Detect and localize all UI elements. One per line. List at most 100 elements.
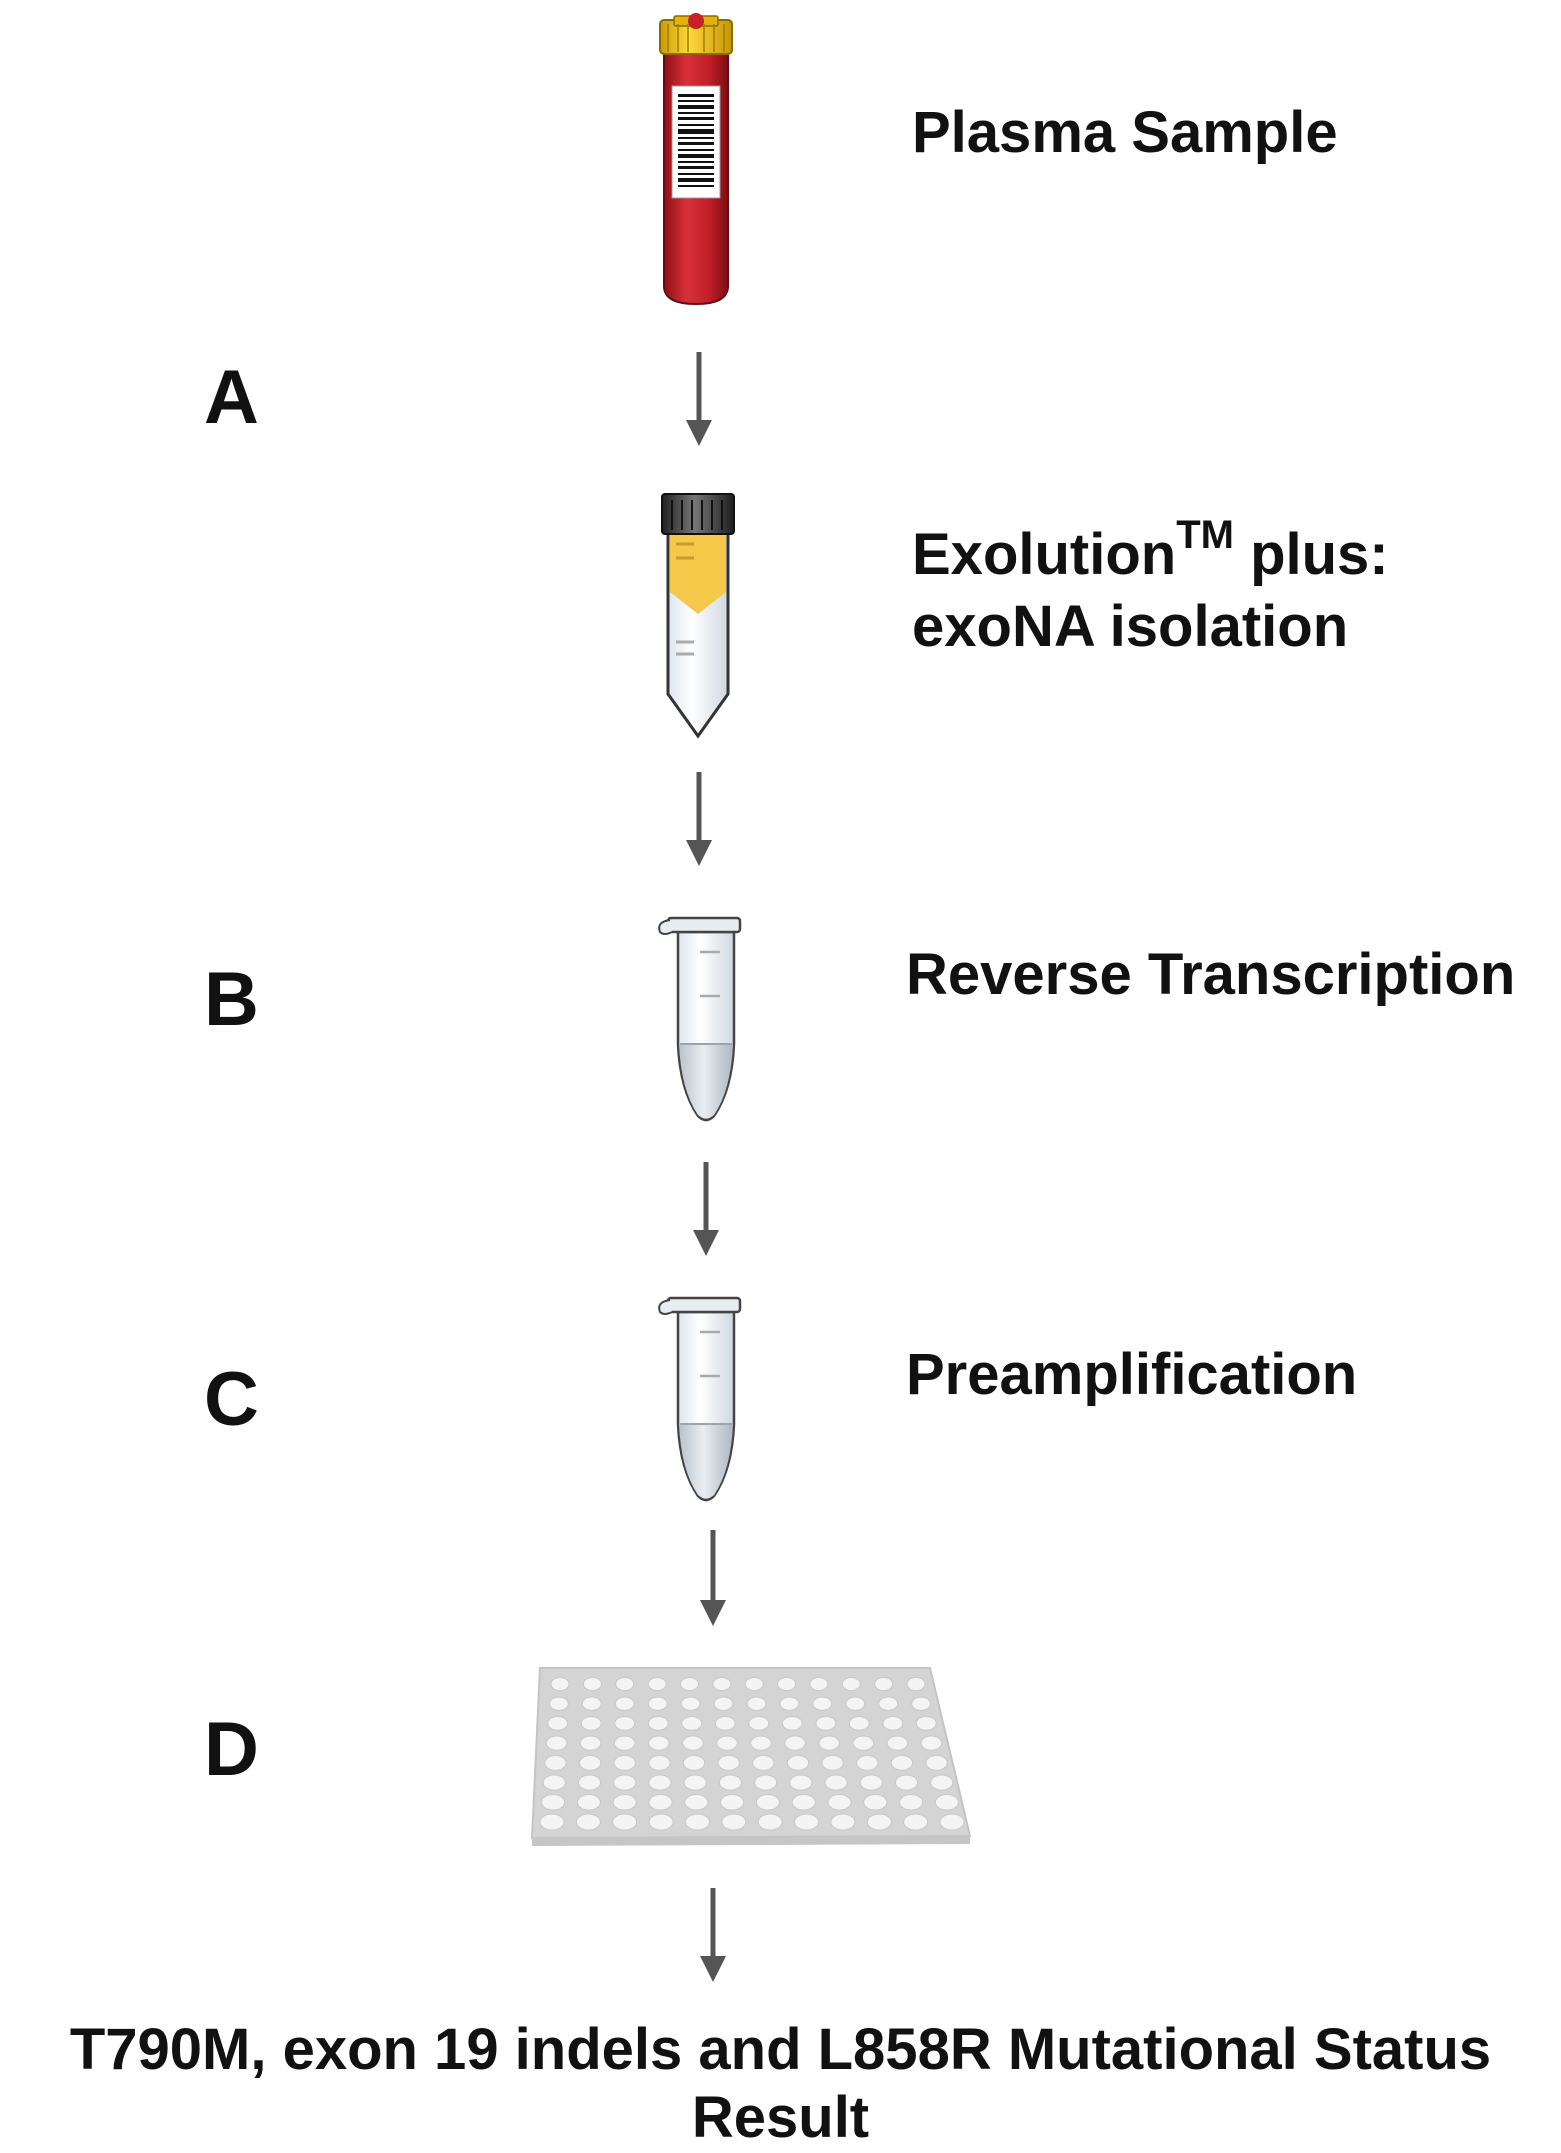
plate-well — [754, 1774, 778, 1791]
plate-well — [684, 1794, 709, 1811]
plate-well — [911, 1696, 931, 1711]
plate-well — [915, 1716, 937, 1731]
plate-well — [874, 1677, 894, 1691]
plate-well — [930, 1774, 954, 1791]
plate-well — [746, 1696, 767, 1711]
plate-well — [575, 1813, 601, 1831]
microcentrifuge-tube-icon — [658, 1296, 742, 1502]
plate-well — [718, 1774, 743, 1791]
plate-well — [821, 1755, 844, 1771]
down-arrow-icon — [686, 772, 712, 866]
plate-well — [830, 1813, 856, 1831]
plate-well — [906, 1677, 926, 1691]
plate-well — [539, 1813, 565, 1831]
plate-well — [886, 1735, 909, 1751]
label-exona-isolation: exoNA isolation — [912, 594, 1349, 659]
down-arrow-icon — [686, 352, 712, 446]
plate-well — [848, 1716, 870, 1731]
plate-well — [681, 1716, 703, 1731]
plate-well — [939, 1813, 965, 1831]
plate-well — [818, 1735, 841, 1751]
step-letter-d: D — [204, 1707, 259, 1792]
plate-well — [682, 1735, 704, 1751]
plate-well — [827, 1794, 852, 1811]
label-exolution-rest: plus: — [1233, 522, 1389, 587]
plate-well — [547, 1716, 569, 1731]
down-arrow-icon — [700, 1888, 726, 1982]
plate-well — [777, 1677, 796, 1691]
plate-well — [784, 1735, 806, 1751]
conical-tube-icon — [661, 493, 735, 739]
plate-well — [755, 1794, 781, 1811]
plate-well — [882, 1716, 904, 1731]
plate-well — [713, 1696, 734, 1711]
plate-well — [890, 1755, 914, 1771]
plate-well — [685, 1813, 710, 1831]
plate-well — [613, 1755, 636, 1771]
plate-well — [614, 1696, 635, 1711]
result-line-2: Result — [691, 2085, 870, 2151]
plate-well — [791, 1794, 816, 1811]
plate-well — [615, 1677, 635, 1691]
step-letter-b: B — [204, 957, 259, 1042]
plate-well — [545, 1735, 568, 1751]
plate-well — [934, 1794, 960, 1811]
plate-well — [580, 1716, 602, 1731]
plate-well — [786, 1755, 810, 1771]
plate-well — [612, 1813, 638, 1831]
plate-well — [716, 1735, 738, 1751]
result-line-1: T790M, exon 19 indels and L858R Mutation… — [69, 2017, 1492, 2082]
plate-well — [899, 1794, 924, 1811]
pcr-plate-icon — [530, 1667, 972, 1846]
label-plasma-sample: Plasma Sample — [912, 100, 1338, 165]
plate-well — [647, 1677, 667, 1691]
plate-well — [578, 1755, 602, 1771]
plate-well — [612, 1794, 637, 1811]
plate-well — [576, 1794, 602, 1811]
plate-well — [712, 1677, 732, 1691]
plate-well — [613, 1735, 636, 1751]
plate-well — [752, 1755, 775, 1771]
plate-well — [582, 1677, 602, 1691]
plate-well — [903, 1813, 929, 1831]
plate-well — [863, 1794, 888, 1811]
plate-well — [720, 1794, 745, 1811]
plate-well — [648, 1755, 671, 1771]
plate-well — [789, 1774, 813, 1791]
plate-well — [647, 1696, 668, 1711]
label-reverse-transcription: Reverse Transcription — [906, 942, 1516, 1007]
step-letter-a: A — [204, 355, 259, 440]
label-exolution-word: Exolution — [912, 522, 1177, 587]
plate-well — [809, 1677, 829, 1691]
plate-well — [894, 1774, 919, 1791]
plate-well — [717, 1755, 740, 1771]
plate-well — [866, 1813, 892, 1831]
plate-well — [680, 1677, 699, 1691]
plate-well — [845, 1696, 866, 1711]
plate-well — [750, 1735, 772, 1751]
plate-well — [856, 1755, 879, 1771]
label-exolution-tm: TM — [1176, 513, 1234, 557]
plate-well — [613, 1774, 637, 1791]
plate-well — [748, 1716, 770, 1731]
plate-well — [647, 1716, 669, 1731]
plate-well — [779, 1696, 800, 1711]
plate-well — [648, 1794, 673, 1811]
plate-well — [721, 1813, 747, 1831]
step-letter-c: C — [204, 1357, 259, 1442]
plate-well — [794, 1813, 819, 1831]
plate-well — [824, 1774, 848, 1791]
plate-well — [920, 1735, 943, 1751]
plate-well — [648, 1813, 674, 1831]
microcentrifuge-tube-icon — [658, 916, 742, 1122]
plate-well — [852, 1735, 875, 1751]
plate-well — [549, 1696, 569, 1711]
plate-well — [744, 1677, 764, 1691]
plate-well — [781, 1716, 803, 1731]
plate-well — [680, 1696, 701, 1711]
plate-well — [581, 1696, 602, 1711]
plate-well — [541, 1794, 566, 1811]
plate-well — [579, 1735, 602, 1751]
plate-well — [544, 1755, 567, 1771]
